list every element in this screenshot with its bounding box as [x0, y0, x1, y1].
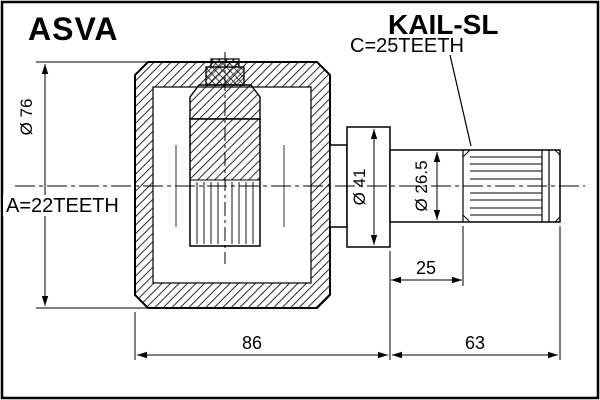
body-length-label: 86: [242, 333, 262, 353]
spline-c-leader-line: [449, 54, 472, 147]
dim-body-length: 86: [134, 251, 391, 360]
shaft-end-chamfer-bottom: [554, 216, 561, 223]
outer-diameter-label: Ø 76: [17, 99, 36, 136]
dim-outer-diameter: Ø 76: [17, 61, 147, 309]
dim-flange-diameter: Ø 41: [350, 129, 378, 245]
plain-length-label: 25: [416, 258, 436, 278]
part-number-label: KAIL-SL: [388, 9, 498, 40]
spline-chamfer-bottom: [462, 214, 471, 223]
brand-logo: ASVA: [28, 11, 119, 47]
shaft-flange: [346, 126, 391, 248]
dim-plain-length: 25: [391, 226, 464, 286]
flange-diameter-label: Ø 41: [350, 169, 369, 206]
shaft-diameter-label: Ø 26.5: [412, 160, 431, 211]
dim-shaft-diameter: Ø 26.5: [412, 152, 441, 220]
spline-count-c-label: C=25TEETH: [350, 35, 464, 57]
spline-chamfer-top: [462, 149, 471, 158]
spline-a-label-backing: [3, 195, 131, 216]
spline-count-a-label: A=22TEETH: [6, 195, 119, 217]
dim-stub-length: 63: [392, 226, 561, 360]
race-spline-teeth: [196, 182, 254, 244]
stub-length-label: 63: [465, 333, 485, 353]
shaft-spline-teeth: [470, 156, 542, 216]
shaft-end-chamfer-top: [554, 149, 561, 156]
